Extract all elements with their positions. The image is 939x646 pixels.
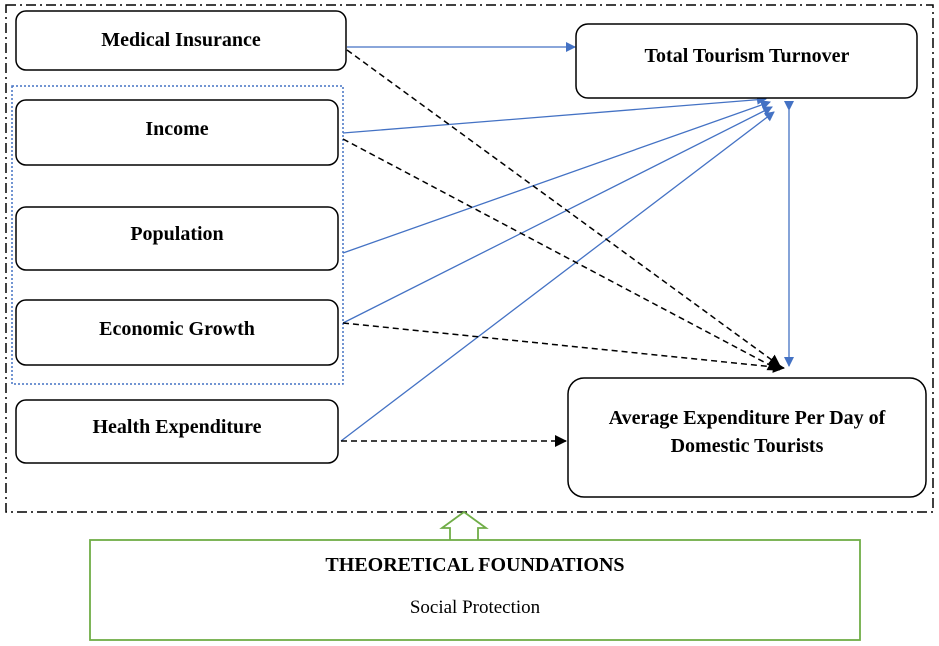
outer-model-frame bbox=[5, 4, 934, 513]
arrow-health-to-turnover bbox=[340, 111, 775, 442]
node-economic-growth-label: Economic Growth bbox=[99, 318, 255, 340]
foundations-title: THEORETICAL FOUNDATIONS bbox=[325, 554, 624, 576]
arrow-population-to-turnover bbox=[342, 100, 771, 254]
node-average-expenditure-label-line1: Average Expenditure Per Day of bbox=[609, 407, 886, 429]
foundation-up-arrow bbox=[439, 510, 489, 540]
foundations-subtitle: Social Protection bbox=[410, 597, 541, 618]
node-income-label: Income bbox=[145, 118, 208, 140]
arrow-income-to-avg bbox=[342, 138, 780, 371]
node-total-tourism-turnover-label: Total Tourism Turnover bbox=[645, 45, 850, 67]
node-population: Population bbox=[15, 206, 339, 271]
arrow-income-to-turnover bbox=[342, 94, 767, 134]
arrow-growth-to-avg bbox=[342, 322, 785, 373]
node-population-label: Population bbox=[130, 223, 223, 245]
node-income: Income bbox=[15, 99, 339, 166]
node-health-expenditure-label: Health Expenditure bbox=[92, 416, 261, 438]
node-total-tourism-turnover: Total Tourism Turnover bbox=[575, 23, 918, 99]
arrow-growth-to-turnover bbox=[342, 106, 773, 324]
node-average-expenditure: Average Expenditure Per Day of Domestic … bbox=[567, 377, 927, 498]
theoretical-foundations-box: THEORETICAL FOUNDATIONS Social Protectio… bbox=[89, 539, 861, 641]
node-health-expenditure: Health Expenditure bbox=[15, 399, 339, 464]
node-medical-insurance: Medical Insurance bbox=[15, 10, 347, 71]
socioeconomic-group-frame bbox=[11, 85, 344, 385]
node-medical-insurance-label: Medical Insurance bbox=[101, 29, 261, 51]
node-average-expenditure-label-line2: Domestic Tourists bbox=[671, 435, 824, 457]
node-economic-growth: Economic Growth bbox=[15, 299, 339, 366]
